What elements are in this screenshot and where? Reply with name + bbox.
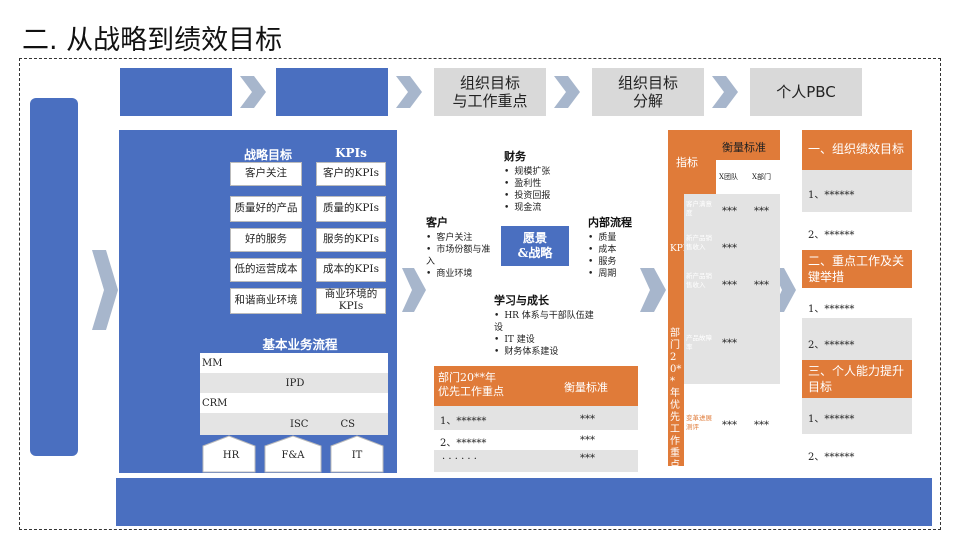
support-it: IT [351, 450, 363, 461]
kpi-item: 客户的KPIs [316, 162, 386, 186]
kpis-header: KPIs [335, 146, 367, 160]
pbc-section-3-item: 2、****** [808, 452, 855, 463]
dept-table-row: 2、****** *** [434, 430, 638, 450]
process-header: 基本业务流程 [262, 337, 338, 352]
indicator-row: 新产品销售收入 *** *** [684, 266, 780, 306]
col-x-team: X团队 [719, 173, 738, 181]
dept-table-row: · · · · · · *** [434, 450, 638, 472]
diagram-frame [19, 58, 941, 530]
pbc-section-2-item: 1、****** [808, 304, 855, 315]
dept-table-header: 部门20**年 优先工作重点 衡量标准 [434, 366, 638, 406]
indicator-header-label: 指标 [676, 156, 698, 169]
kpi-item: 商业环境的KPIs [316, 288, 386, 314]
process-row-isc-cs: ISC CS [200, 413, 388, 435]
goal-item: 质量好的产品 [230, 196, 302, 222]
strategy-goals-header: 战略目标 [243, 148, 292, 162]
support-functions [202, 435, 384, 473]
org-decompose-box: 组织目标 分解 [592, 68, 704, 116]
indicator-row: 新产品销售收入 *** [684, 232, 780, 266]
left-vertical-bar [30, 98, 78, 456]
process-row-crm: CRM [200, 393, 388, 413]
org-goals-box: 组织目标 与工作重点 [434, 68, 546, 116]
bsc-finance: 财务 规模扩张 盈利性 投资回报 现金流 [504, 148, 550, 214]
indicator-row: 产品故障率 *** [684, 306, 780, 384]
goal-item: 低的运营成本 [230, 258, 302, 282]
process-row-mm: MM [200, 353, 388, 373]
pbc-section-3-item: 1、****** [802, 398, 912, 434]
pbc-section-1-item: 1、****** [802, 170, 912, 212]
support-hr: HR [222, 450, 240, 461]
goal-item: 客户关注 [230, 162, 302, 186]
bsc-learning-growth: 学习与成长 HR 体系与干部队伍建设 IT 建设 财务体系建设 [494, 292, 594, 358]
support-fa: F&A [281, 450, 305, 461]
process-row-ipd: IPD [200, 373, 388, 393]
kpi-label: KPI [670, 244, 687, 254]
dept-table-row: 1、****** *** [434, 406, 638, 430]
dept-priority-vertical-label: 部门20**年优先工作重点 [670, 328, 682, 471]
goal-item: 好的服务 [230, 228, 302, 252]
bsc-customer: 客户 客户关注 市场份额与准入 商业环境 [426, 214, 494, 280]
measure-header-label: 衡量标准 [722, 141, 766, 154]
kpi-item: 成本的KPIs [316, 258, 386, 282]
kpi-item: 服务的KPIs [316, 228, 386, 252]
indicator-row: 变革进展测评 *** *** [684, 384, 780, 466]
kpi-item: 质量的KPIs [316, 196, 386, 222]
top-flow-box-1 [120, 68, 232, 116]
indicator-row: 客户满意度 *** *** [684, 194, 780, 232]
indicator-header-right [716, 130, 780, 160]
goal-item: 和谐商业环境 [230, 288, 302, 314]
pbc-section-2-item: 2、****** [802, 318, 912, 360]
pbc-section-1-header: 一、组织绩效目标 [802, 130, 912, 170]
top-flow-box-2 [276, 68, 388, 116]
page-title: 二. 从战略到绩效目标 [22, 25, 283, 56]
bottom-bar [116, 478, 932, 526]
pbc-section-3-header: 三、个人能力提升目标 [802, 360, 912, 398]
personal-pbc-box: 个人PBC [750, 68, 862, 116]
pbc-section-2-header: 二、重点工作及关键举措 [802, 250, 912, 288]
pbc-section-1-item: 2、****** [808, 230, 855, 241]
bsc-internal-process: 内部流程 质量 成本 服务 周期 [588, 214, 632, 280]
vision-strategy-box: 愿景 &战略 [501, 226, 569, 266]
col-x-dept: X部门 [752, 173, 771, 181]
